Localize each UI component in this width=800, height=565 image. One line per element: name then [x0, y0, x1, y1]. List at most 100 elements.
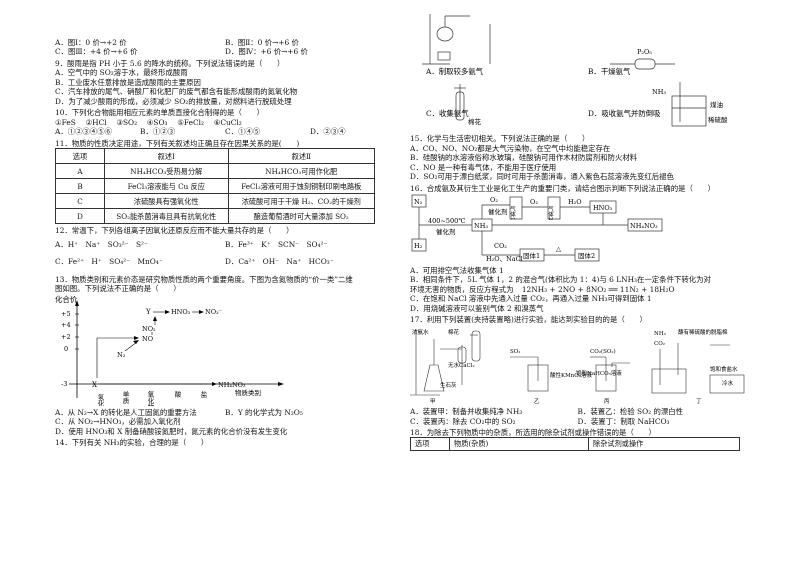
q16-option-a[interactable]: A．可用排空气法收集气体 1 [410, 265, 504, 275]
table-row[interactable]: B FeCl₃溶液能与 Cu 反应 FeCl₃溶液可用于蚀刻铜制印刷电路板 [55, 178, 376, 195]
q13-xcat: 氧化物 [146, 389, 154, 405]
q16-nh4no3: NH₄NO₃ [630, 222, 658, 230]
q11-cell: 浓硫酸可用于干燥 H₂、CO₂的干燥剂 [227, 193, 376, 210]
q9-option-c[interactable]: C．汽车排放的尾气、硝酸厂和化肥厂的废气都含有能形成酸雨的氮氧化物 [55, 87, 298, 97]
q13-option-b[interactable]: B．Y 的化学式为 N₂O₅ [225, 407, 303, 417]
q8-option-a[interactable]: A．图Ⅰ：0 价→+2 价 [55, 38, 127, 47]
q16-h2: H₂ [414, 242, 423, 250]
q10-option-a[interactable]: A．①②③④⑤⑥ [55, 127, 113, 137]
q14-option-b: B．干燥氨气 [588, 67, 631, 76]
q14-apparatus-a [422, 14, 491, 65]
q14-apparatus-c [454, 84, 466, 121]
table-row[interactable]: C 浓硫酸具有强氧化性 浓硫酸可用于干燥 H₂、CO₂的干燥剂 [55, 193, 376, 210]
q11-stem: 11．物质的性质决定用途，下列有关叙述均正确且存在因果关系的是( ) [55, 138, 300, 148]
q14-b-reagent: P₂O₅ [637, 48, 652, 56]
q14-stem: 14．下列有关 NH₃的实验，合理的是（ ） [55, 438, 209, 448]
q16-nh3: NH₃ [474, 222, 488, 230]
q17-option-b[interactable]: B．装置乙：检验 SO₂ 的漂白性 [577, 407, 684, 417]
q13-ytick: +2 [61, 333, 71, 341]
q13-node-y: Y [145, 308, 151, 316]
q9-stem: 9．酸雨是指 PH 小于 5.6 的降水的统称。下列说法错误的是（ ） [55, 58, 285, 68]
q13-node-no3: NO₃⁻ [205, 308, 222, 316]
q13-xcat: 酸 [173, 389, 181, 398]
q8-option-b[interactable]: B．图Ⅱ：0 价→+6 价 [225, 38, 299, 47]
q17-option-c[interactable]: C．装置丙：除去 CO₂中的 SO₂ [410, 416, 516, 426]
q11-cell: NH₄HCO₃受热易分解 [104, 163, 229, 180]
q13-xlabel: 物质类别 [235, 388, 261, 397]
q16-stem: 16．合成氨及其衍生工业是化工生产的重要门类，请结合图示判断下列说法正确的是（ … [410, 183, 716, 193]
q17-option-d[interactable]: D．装置丁：制取 NaHCO₃ [577, 416, 670, 426]
q13-node-no: NO [142, 335, 153, 343]
q11-header-i: 叙述Ⅰ [104, 148, 229, 165]
q8-option-d[interactable]: D．图Ⅳ：+6 价→+6 价 [225, 47, 308, 57]
q12-option-a[interactable]: A．H⁺ Na⁺ SO₃²⁻ S²⁻ [55, 239, 148, 249]
q15-option-c[interactable]: C．NO 是一种有毒气体，不能用于医疗使用 [410, 162, 557, 172]
q9-option-d[interactable]: D．为了减少酸雨的形成，必须减少 SO₂的排放量，对燃料进行脱硫处理 [55, 96, 292, 106]
q9-option-a[interactable]: A．空气中的 SO₂溶于水，最终形成酸雨 [55, 68, 188, 78]
q11-cell: D [55, 208, 105, 225]
q17-kmno4: 酸性KMnO₄溶液 [550, 371, 592, 379]
q10-option-b[interactable]: B．①②③ [140, 127, 175, 137]
q11-header-option: 选项 [55, 148, 105, 165]
q10-option-d[interactable]: D．②③④ [310, 127, 346, 137]
q8-option-c[interactable]: C．图Ⅲ：+4 价→+6 价 [55, 47, 138, 57]
q13-option-a[interactable]: A．从 N₂→X 的转化是人工固氮的重要方法 [55, 407, 197, 417]
q13-ytick: +4 [61, 321, 71, 329]
q17-option-a[interactable]: A．装置甲：制备并收集纯净 NH₃ [410, 407, 523, 417]
q16-h2o: H₂O [568, 198, 582, 206]
q12-stem: 12．常温下，下列各组离子因氧化还原反应而不能大量共存的是（ ） [55, 226, 294, 236]
q17-apparatus-figure: 浓氨水 棉花 无水CaCl₂ 生石灰 甲 SO₂ 酸性KMnO₄溶液 乙 CO₂… [410, 328, 745, 405]
q13-node-n2: N₂ [117, 351, 126, 359]
q18-table-header: 选项 物质(杂质) 除杂试剂或操作 [410, 437, 740, 451]
q11-cell: C [55, 193, 105, 210]
q10-items: ①FeS ②HCl ③SO₂ ④SO₃ ⑤FeCl₂ ⑥CuCl₂ [55, 117, 242, 127]
q14-option-d: D．吸收氨气并防倒吸 [588, 109, 661, 118]
q12-option-b[interactable]: B．Fe³⁺ K⁺ SCN⁻ SO₄²⁻ [225, 239, 328, 249]
q17-ding: 丁 [696, 398, 702, 405]
q17-dilute: 蘸有稀硫酸的脱脂棉 [678, 328, 728, 336]
q16-option-b-cont: 环境无害的物质，反应方程式为 12NH₃ + 2NO + 8NO₂ ══ 11N… [410, 285, 745, 294]
q16-h2onacl: H₂O、NaCl [486, 255, 523, 263]
q16-s1: 固体1 [523, 251, 540, 260]
q12-option-d[interactable]: D．Ca²⁺ OH⁻ Na⁺ HCO₃⁻ [225, 257, 334, 267]
q13-ytick: 0 [64, 345, 68, 353]
q10-option-c[interactable]: C．①④⑤ [225, 127, 261, 137]
left-column: A．图Ⅰ：0 价→+2 价 B．图Ⅱ：0 价→+6 价 C．图Ⅲ：+4 价→+6… [55, 38, 395, 448]
q17-lime: 生石灰 [440, 381, 457, 389]
q12-option-c[interactable]: C．Fe²⁺ H⁺ SO₄²⁻ MnO₄⁻ [55, 257, 163, 267]
q17-options-row2: C．装置丙：除去 CO₂中的 SO₂ D．装置丁：制取 NaHCO₃ [410, 417, 745, 426]
q16-option-d[interactable]: D．用烧碱溶液可以鉴别气体 2 和溴蒸气 [410, 303, 544, 313]
q13-stem-1: 13．物质类别和元素价态是研究物质性质的两个重要角度。下图为含氮物质的“价一类”… [55, 274, 353, 284]
q13-option-c[interactable]: C．从 NO₂→HNO₃，必需加入氧化剂 [55, 417, 181, 427]
q9-option-b[interactable]: B．工业废水任意排放是造成酸雨的主要原因 [55, 77, 201, 87]
q13-options-row1: A．从 N₂→X 的转化是人工固氮的重要方法 B．Y 的化学式为 N₂O₅ [55, 408, 395, 417]
q15-option-d[interactable]: D．SO₂可用于漂白纸浆，同时可用于杀菌消毒，通入紫色石蕊溶液先变红后褪色 [410, 172, 674, 182]
q18-header-option: 选项 [410, 437, 450, 451]
q13-ylabel: 化合价 [55, 295, 78, 304]
q13-option-d[interactable]: D．使用 HNO₃和 X 制备硝酸铵氮肥时，氮元素的化合价没有发生变化 [55, 426, 288, 436]
q16-option-b[interactable]: B．相同条件下，5L 气体 1，2 的混合气(体积比为 1：4)与 6 LNH₃… [410, 275, 711, 285]
q13-stem-2: 图如图。下列说法不正确的是（ ） [55, 284, 181, 294]
q14-c-label: 棉花 [468, 117, 482, 126]
q14-option-c: C．收集氨气 [426, 109, 469, 118]
q11-cell: FeCl₃溶液能与 Cu 反应 [104, 178, 229, 195]
q17-yi: 乙 [534, 398, 540, 405]
q16-g1: 气体1 [509, 205, 516, 221]
q11-table: 选项 叙述Ⅰ 叙述Ⅱ A NH₄HCO₃受热易分解 NH₄HCO₃可用作化肥 B… [55, 148, 376, 225]
q16-co2: CO₂ [494, 242, 507, 250]
q16-option-c[interactable]: C．在饱和 NaCl 溶液中先通入过量 CO₂，再通入过量 NH₃可得到固体 1 [410, 294, 652, 304]
q17-stem: 17．利用下列装置(夹持装置略)进行实验，能达到实验目的的是（ ） [410, 315, 647, 325]
q18-table: 选项 物质(杂质) 除杂试剂或操作 [410, 437, 740, 451]
table-row[interactable]: D SO₂能杀菌消毒且具有抗氧化性 酿造葡萄酒时可大量添加 SO₂ [55, 208, 376, 225]
q17-cotton: 棉花 [448, 328, 460, 336]
q15-option-b[interactable]: B．硅酸钠的水溶液俗称水玻璃，硅酸钠可用作木材防腐剂和防火材料 [410, 153, 638, 163]
q13-node-no2: NO₂ [142, 325, 156, 333]
q13-ytick: +5 [61, 310, 71, 318]
q14-apparatus-b [610, 58, 675, 70]
q17-cacl2: 无水CaCl₂ [448, 361, 475, 369]
table-row[interactable]: A NH₄HCO₃受热易分解 NH₄HCO₃可用作化肥 [55, 163, 376, 180]
q12-options-row2: C．Fe²⁺ H⁺ SO₄²⁻ MnO₄⁻ D．Ca²⁺ OH⁻ Na⁺ HCO… [55, 257, 395, 266]
q15-option-a[interactable]: A．CO、NO、NO₂都是大气污染物，在空气中均能稳定存在 [410, 143, 611, 153]
q13-xcat: 盐 [199, 389, 207, 397]
q14-d-acid: 稀硫酸 [708, 115, 728, 124]
